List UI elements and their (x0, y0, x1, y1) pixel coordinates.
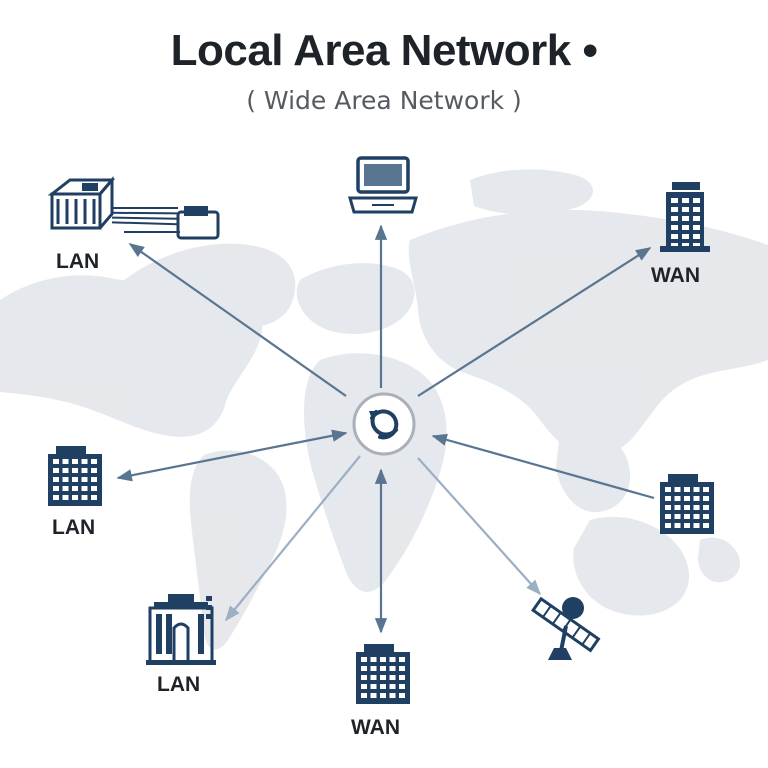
connection-link (128, 243, 347, 397)
office-building-icon (48, 446, 102, 506)
connection-links (116, 224, 655, 634)
node-icons (47, 156, 714, 704)
node-label-top-left: LAN (56, 250, 100, 273)
connection-link (431, 433, 655, 500)
classical-building-icon (146, 594, 216, 665)
node-label-mid-left: LAN (52, 516, 96, 539)
connection-link (417, 247, 652, 397)
satellite-icon (530, 596, 601, 660)
node-label-top-right: WAN (651, 264, 700, 287)
node-label-bottom: WAN (351, 716, 400, 739)
diagram-subtitle: ( Wide Area Network ) (246, 86, 522, 115)
sync-icon (352, 392, 416, 456)
server-modem-icon (47, 175, 220, 240)
connection-link (116, 429, 348, 482)
node-label-bottom-left: LAN (157, 673, 201, 696)
connection-link (225, 455, 361, 622)
office-building-icon (660, 474, 714, 534)
office-building-icon (356, 644, 410, 704)
laptop-icon (348, 156, 418, 214)
diagram-title: Local Area Network • (170, 26, 598, 75)
connection-link (417, 457, 542, 596)
world-map-background (0, 169, 768, 650)
office-tower-icon (660, 182, 710, 252)
